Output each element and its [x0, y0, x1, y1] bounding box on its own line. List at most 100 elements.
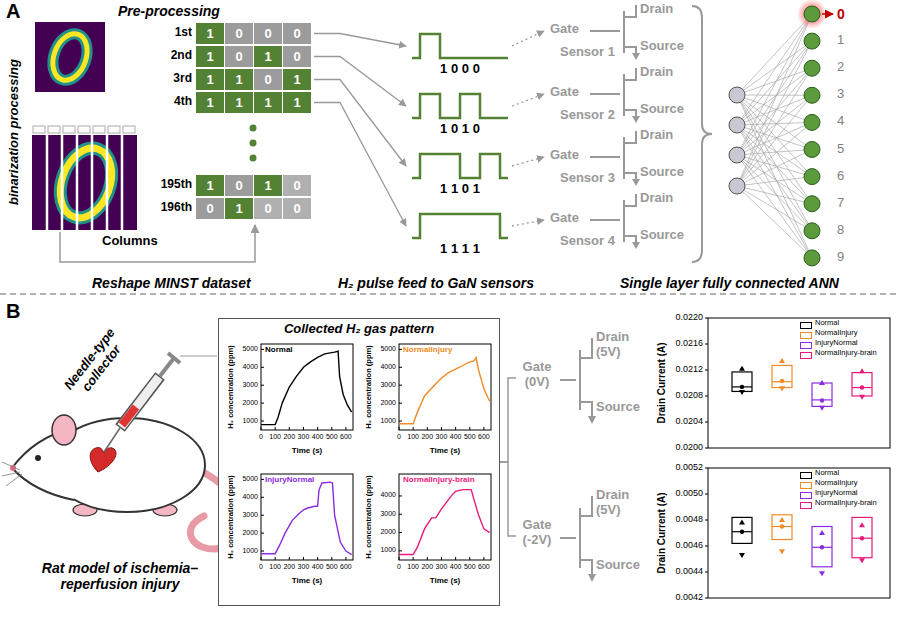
- tick: [399, 421, 402, 422]
- ann-weight: [737, 95, 812, 186]
- tick-label: 4000: [223, 493, 258, 501]
- min-marker: [859, 558, 865, 563]
- tick-label: 500: [464, 433, 476, 441]
- tick-label: 1000: [223, 417, 258, 425]
- axis-title: Time (s): [292, 446, 323, 455]
- source-arrowhead: [632, 179, 640, 186]
- path-shape: [2, 462, 22, 486]
- ann-weight: [737, 95, 812, 258]
- mean-marker: [740, 385, 744, 389]
- table-cell: 1: [254, 92, 282, 113]
- tick: [345, 427, 346, 430]
- column-strip: [108, 126, 120, 133]
- text-label: 4th: [146, 95, 192, 109]
- tick: [331, 427, 332, 430]
- circle-shape: [250, 125, 257, 132]
- tick: [399, 385, 402, 386]
- tick-label: 100: [407, 563, 419, 571]
- rect-shape: [32, 135, 137, 230]
- mean-marker: [860, 536, 864, 540]
- tick: [289, 557, 290, 560]
- tick: [261, 427, 262, 430]
- tick-label: 300: [298, 433, 310, 441]
- text-label: 3: [837, 87, 844, 102]
- tick: [399, 403, 402, 404]
- line-shape: [122, 407, 136, 425]
- tick: [317, 557, 318, 560]
- text-label: Source: [640, 228, 684, 243]
- legend-swatch: [800, 472, 812, 479]
- mean-marker: [820, 398, 824, 402]
- feed-arrow: [314, 103, 406, 227]
- legend-text: NormalInjury: [815, 329, 858, 338]
- text-label: Reshape MINST dataset: [92, 275, 251, 291]
- source-arrowhead: [632, 242, 640, 249]
- text-label: Gate: [550, 148, 579, 163]
- tick-label: 600: [340, 433, 352, 441]
- output-neuron: [804, 223, 820, 239]
- output-neuron: [804, 142, 820, 158]
- text-label: 2nd: [146, 49, 192, 63]
- ann-weight: [737, 41, 812, 125]
- ellipse-shape: [52, 415, 76, 445]
- tick-label: 0.0044: [650, 566, 703, 576]
- legend-swatch: [800, 332, 812, 339]
- tick: [705, 598, 708, 599]
- legend-text: Normal: [815, 469, 839, 478]
- plot-frame: [399, 474, 491, 560]
- table-cell: 0: [254, 69, 282, 90]
- line-shape: [160, 358, 174, 376]
- line-shape: [121, 377, 159, 427]
- legend-text: Normal: [815, 319, 839, 328]
- table-cell: 0: [225, 175, 253, 196]
- table-cell: 0: [225, 46, 253, 67]
- input-neuron: [729, 147, 745, 163]
- tick: [331, 557, 332, 560]
- tick: [705, 396, 708, 397]
- box-plot: [650, 312, 896, 462]
- line-shape: [168, 353, 180, 363]
- box: [852, 373, 872, 396]
- text-label: Sensor 1: [560, 45, 615, 60]
- tick: [705, 318, 708, 319]
- tick-label: 0.0046: [650, 540, 703, 550]
- box-plot: [650, 462, 896, 612]
- tick-label: 0.0052: [650, 462, 703, 472]
- text-label: 5: [837, 142, 844, 157]
- circle-shape: [250, 140, 257, 147]
- table-cell: 0: [196, 198, 224, 219]
- tick-label: 5000: [223, 475, 258, 483]
- table-cell: 1: [196, 92, 224, 113]
- sensor-symbol: Gate (0V)Drain (5V)Source: [516, 330, 640, 426]
- tick-label: 300: [298, 563, 310, 571]
- text-label: Drain: [640, 65, 673, 80]
- tick: [303, 557, 304, 560]
- table-cell: 0: [283, 46, 311, 67]
- source-arrowhead: [588, 416, 596, 424]
- text-label: Single layer fully connected ANN: [620, 275, 839, 291]
- text-label: 1 0 0 0: [440, 62, 480, 77]
- mnist-digit: [35, 22, 105, 92]
- line-shape: [120, 376, 160, 428]
- max-marker: [779, 358, 785, 363]
- strip-gap: [91, 135, 94, 230]
- min-marker: [859, 395, 865, 400]
- text-label: Source: [596, 558, 640, 573]
- strip-gap: [121, 135, 124, 230]
- tick: [483, 557, 484, 560]
- text-label: Gate: [550, 211, 579, 226]
- tick: [483, 427, 484, 430]
- ann-weight: [737, 14, 812, 125]
- tick: [261, 421, 264, 422]
- box: [772, 515, 792, 540]
- tick-label: 3000: [223, 381, 258, 389]
- ann-weight: [737, 186, 812, 258]
- text-label: Source: [596, 400, 640, 415]
- chart-panel: NormalH₂ concentration (ppm)Time (s)1000…: [223, 341, 359, 469]
- h2-curve: [261, 351, 352, 424]
- column-image: [32, 126, 137, 230]
- tick: [275, 557, 276, 560]
- tick-label: 1000: [361, 546, 396, 554]
- sensor-symbol: GateDrainSourceSensor 4: [548, 192, 688, 252]
- pulse-waveform: [412, 214, 508, 238]
